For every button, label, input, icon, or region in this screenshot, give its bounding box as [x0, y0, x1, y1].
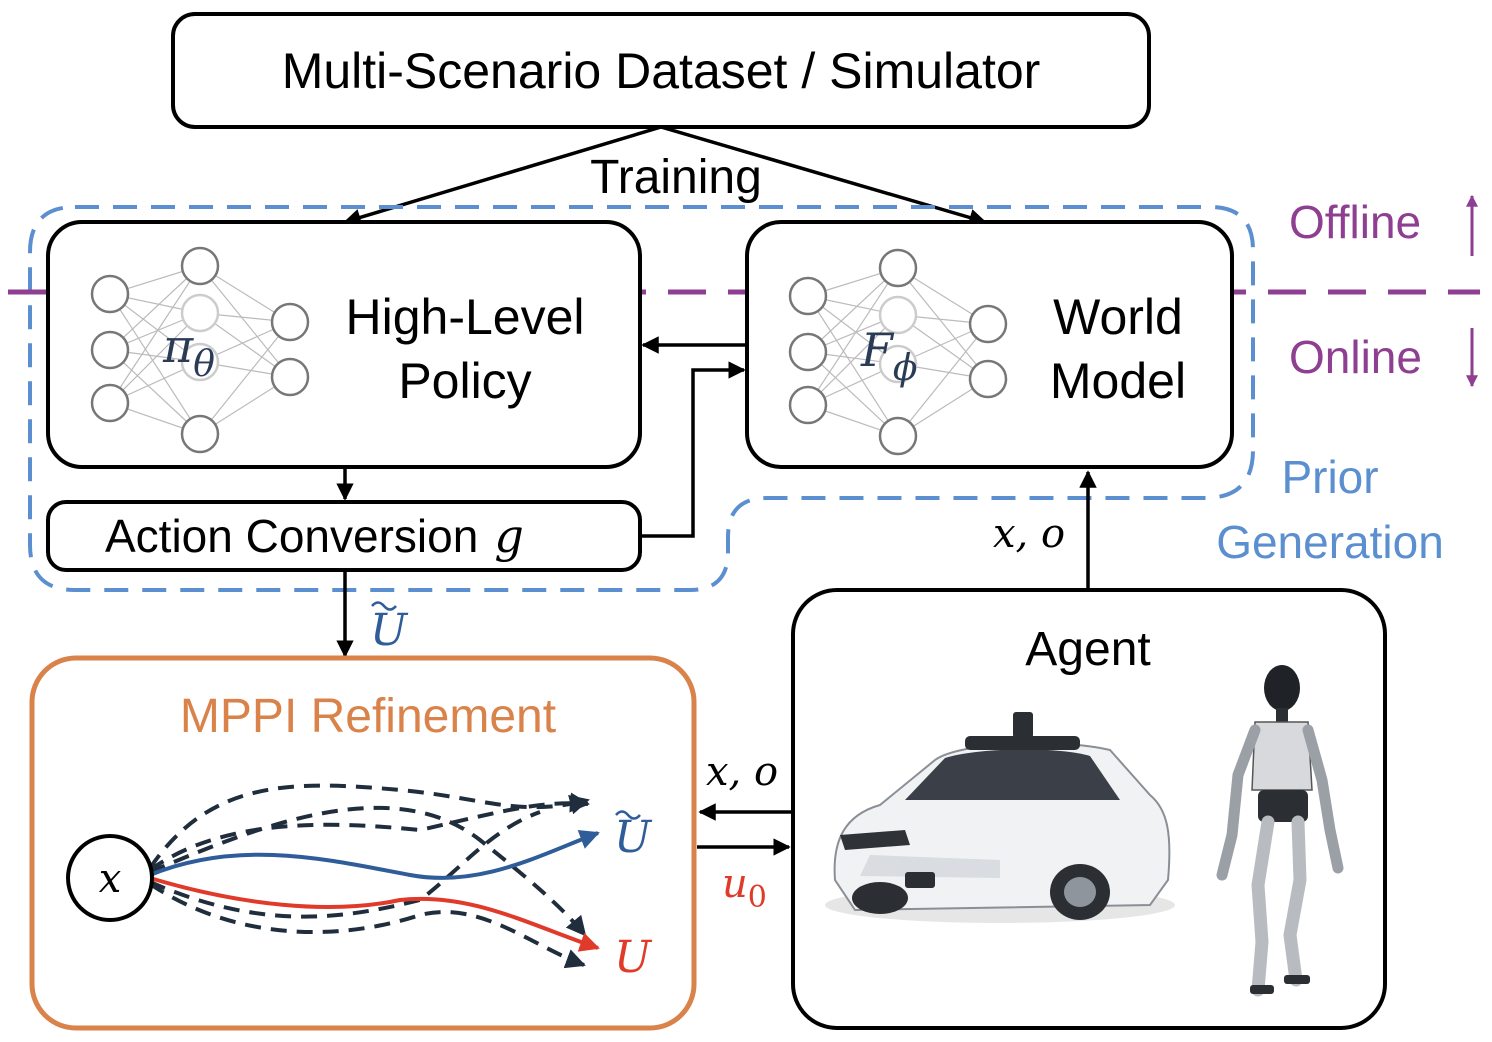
dataset-simulator-label: Multi-Scenario Dataset / Simulator [282, 43, 1041, 99]
u-refined-label: U [614, 932, 653, 983]
start-state-label: x [99, 856, 122, 902]
prior-generation-region [28, 205, 1255, 592]
world-model-symbol: Fϕ [860, 323, 917, 389]
sampled-trajectories [148, 783, 590, 969]
policy-label-line1: High-Level [345, 289, 584, 345]
u0-label: u0 [722, 861, 767, 915]
policy-label-line2: Policy [398, 353, 531, 409]
svg-text:U: U [614, 812, 653, 863]
refined-trajectory [149, 876, 600, 952]
world-model-label-line1: World [1053, 289, 1183, 345]
mppi-title: MPPI Refinement [180, 690, 556, 743]
dataset-simulator-box: Multi-Scenario Dataset / Simulator [171, 12, 1151, 129]
online-label: Online [1289, 331, 1422, 383]
agent-title: Agent [1025, 623, 1150, 676]
state-obs-label-upper: x, o [993, 511, 1065, 557]
training-arrows: Training [343, 125, 987, 226]
prior-generation-line1: Prior [1281, 451, 1378, 503]
prior-trajectory [149, 830, 600, 880]
mppi-refinement-box: MPPI Refinement x U U [29, 655, 697, 1031]
u-tilde-prior-label: U [370, 601, 409, 656]
agent-box: Agent [791, 588, 1387, 1030]
prior-generation-line2: Generation [1216, 516, 1444, 568]
humanoid-robot-icon [1216, 665, 1344, 997]
offline-label: Offline [1289, 196, 1421, 248]
policy-symbol: πθ [162, 319, 215, 385]
car-icon [825, 712, 1175, 923]
training-label: Training [590, 151, 762, 204]
world-model-box: Fϕ World Model [745, 220, 1234, 469]
action-to-world-model-arrow [640, 361, 746, 538]
high-level-policy-box: πθ High-Level Policy [46, 220, 642, 469]
policy-network-icon [90, 246, 310, 454]
world-model-label-line2: Model [1050, 353, 1186, 409]
start-state-node [66, 834, 154, 922]
world-model-network-icon [788, 248, 1008, 456]
u-tilde-trajectory-label: U [614, 810, 653, 863]
svg-text:U: U [370, 605, 409, 656]
state-obs-label-lower: x, o [706, 749, 778, 795]
